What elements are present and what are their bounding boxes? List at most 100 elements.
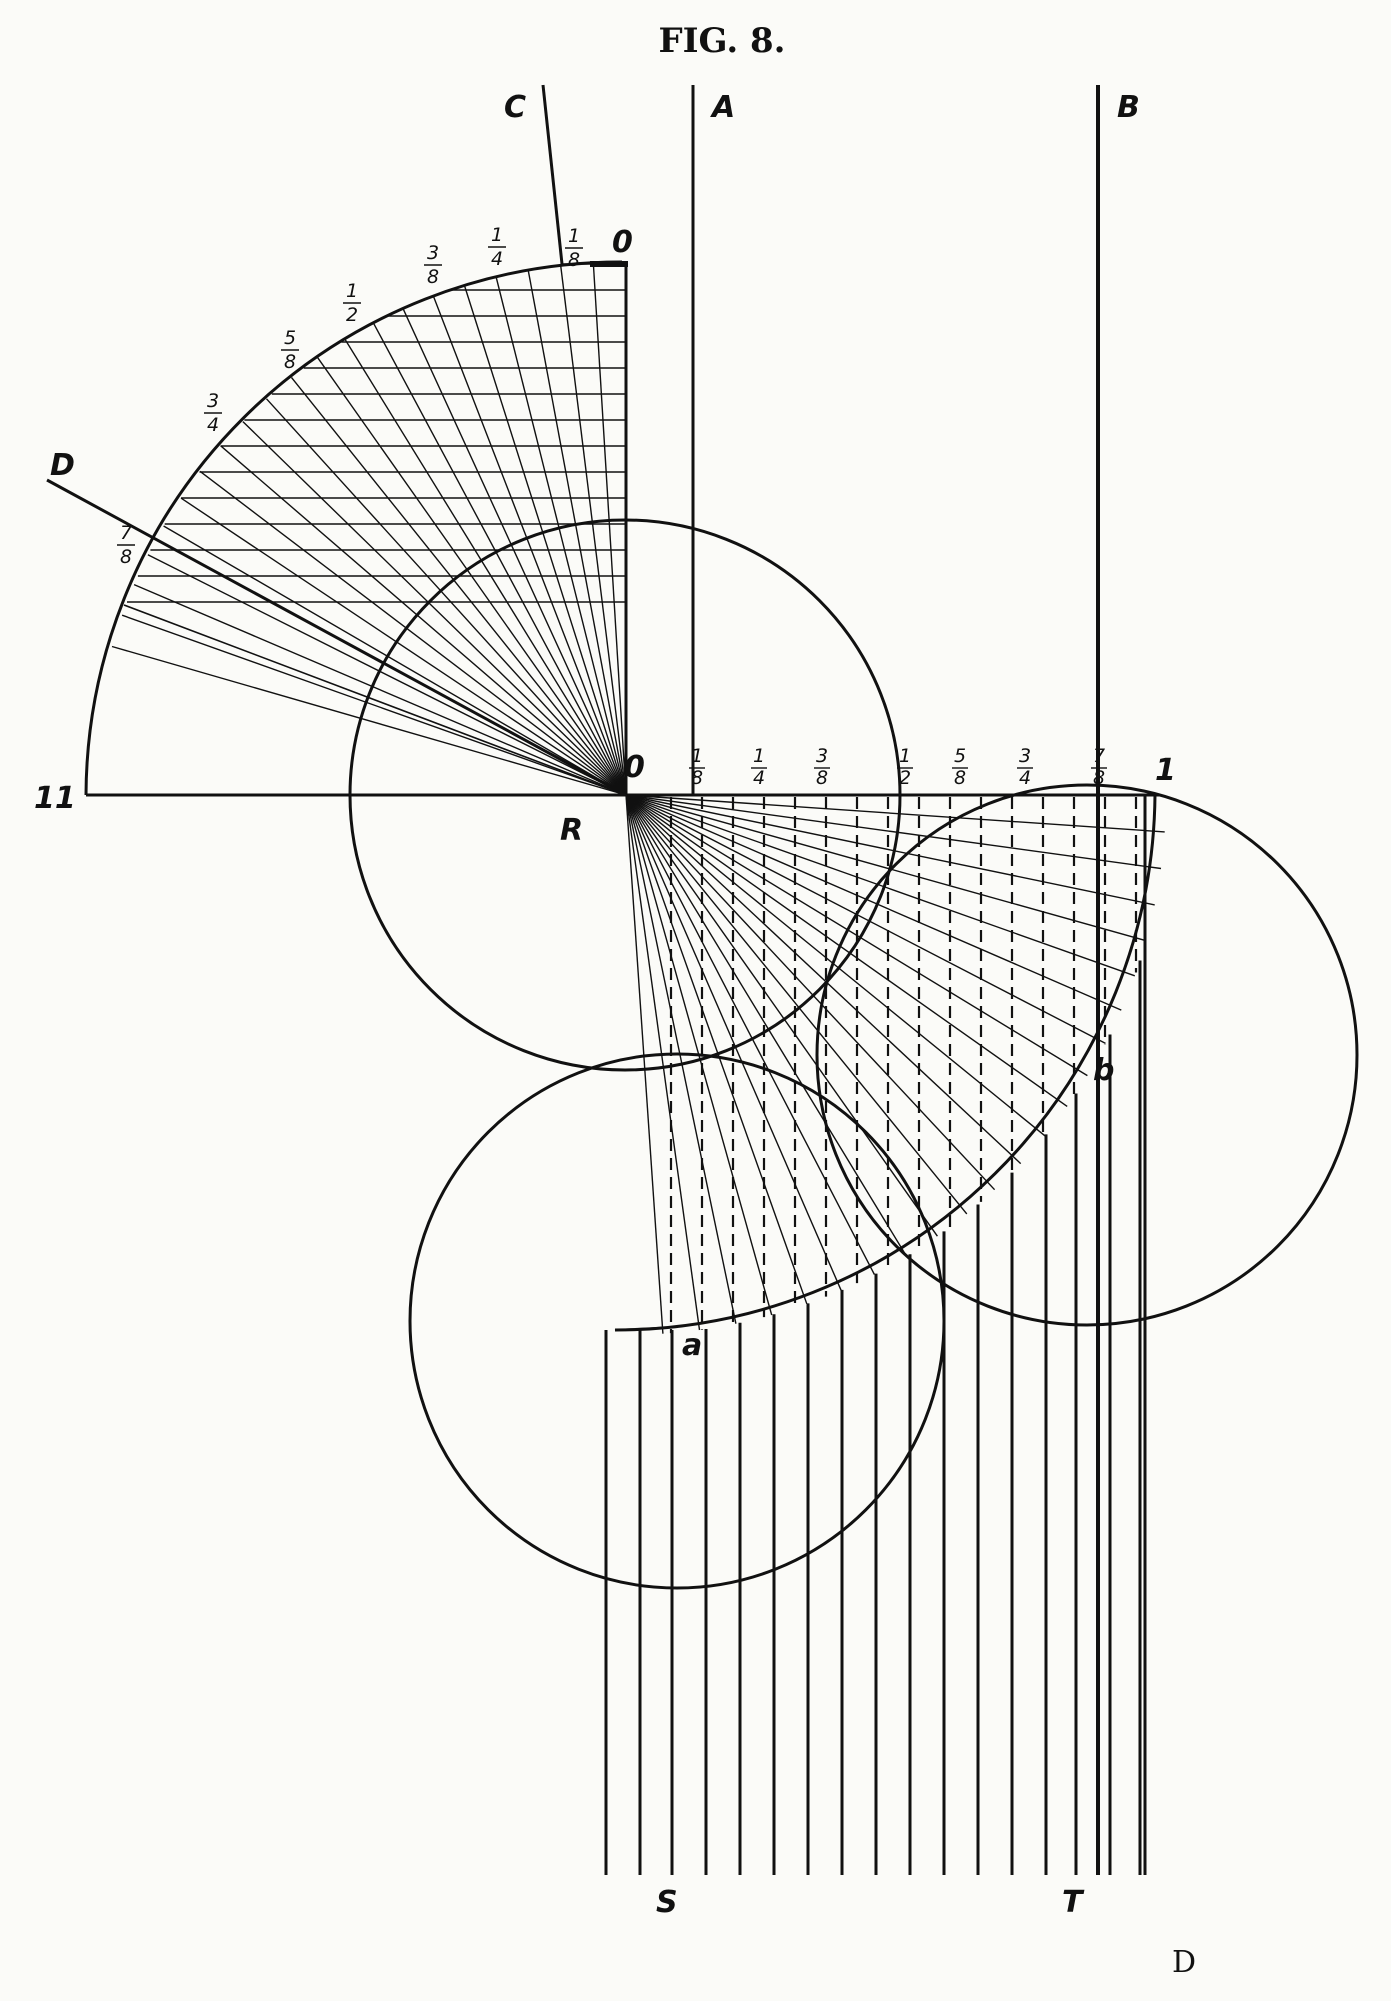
label-r: R — [560, 813, 583, 848]
lower-fan-radial-line — [625, 794, 968, 1215]
lower-fan-radial-line — [625, 794, 1106, 1045]
lower-fan-radial-line — [625, 794, 996, 1191]
label-a-lower: a — [682, 1328, 702, 1363]
arc-fraction-label: 18 — [565, 225, 583, 271]
line-c — [541, 84, 564, 265]
fraction-denominator: 8 — [284, 351, 296, 373]
lower-fan-radial-line — [625, 794, 938, 1237]
fan-radial-line — [180, 497, 627, 796]
fraction-numerator: 1 — [346, 280, 358, 302]
fraction-denominator: 4 — [1019, 767, 1031, 789]
baseline-fraction-label: 78 — [1091, 745, 1107, 789]
lower-fan-radial-line — [625, 794, 842, 1291]
label-c: C — [504, 90, 526, 125]
lower-circle — [408, 1052, 946, 1590]
label-s: S — [656, 1885, 678, 1920]
lower-fan-radial-line — [625, 794, 1162, 870]
fan-radial-line — [242, 421, 627, 796]
arc-fraction-label: 58 — [281, 327, 299, 373]
lower-fan-radial-line — [625, 794, 773, 1316]
fraction-numerator: 1 — [899, 745, 911, 767]
label-a: A — [710, 90, 735, 125]
fraction-denominator: 8 — [954, 767, 966, 789]
line-d — [46, 478, 627, 797]
lower-fan-radial-line — [625, 794, 808, 1305]
fraction-denominator: 8 — [1093, 767, 1105, 789]
lower-fan-radial-line — [625, 794, 1147, 942]
label-one: 1 — [1155, 753, 1176, 788]
baseline-fraction-label: 14 — [751, 745, 767, 789]
letter-labels: C A B D 0 11 0 R 1 a b S T D — [34, 90, 1196, 1980]
baseline-fraction-label: 34 — [1017, 745, 1033, 789]
label-origin-zero: 0 — [624, 750, 645, 785]
figure-title: FIG. 8. — [658, 21, 785, 61]
fan-radial-line — [527, 268, 627, 796]
fraction-numerator: 3 — [1019, 745, 1031, 767]
fan-radial-line — [495, 275, 627, 796]
baseline-fraction-label: 18 — [689, 745, 705, 789]
fan-radial-line — [199, 470, 627, 796]
segment-a — [614, 1326, 679, 1331]
lower-fan-radial-line — [625, 794, 1165, 833]
fraction-numerator: 1 — [568, 225, 580, 247]
lower-fan-radial-line — [625, 794, 1068, 1107]
fan-radial-line — [592, 260, 627, 796]
lower-fan-radial-line — [625, 794, 1122, 1011]
upper-circle — [348, 518, 902, 1072]
fraction-numerator: 5 — [954, 745, 966, 767]
fan-radial-line — [163, 525, 627, 796]
arc-fraction-label: 38 — [424, 242, 442, 288]
label-b-lower: b — [1093, 1053, 1114, 1088]
fraction-numerator: 7 — [1093, 745, 1105, 767]
arc-fraction-label: 78 — [117, 522, 135, 568]
arc-fraction-label: 12 — [343, 280, 361, 326]
fraction-denominator: 8 — [816, 767, 828, 789]
fraction-numerator: 3 — [207, 390, 219, 412]
fan-radial-line — [220, 445, 627, 796]
baseline-fraction-label: 58 — [952, 745, 968, 789]
fraction-denominator: 8 — [568, 249, 580, 271]
fraction-denominator: 2 — [899, 767, 911, 789]
fan-radial-line — [432, 295, 627, 796]
fan-radial-line — [147, 554, 627, 796]
lower-fan-radial-line — [625, 794, 1155, 906]
fan-radial-line — [463, 284, 627, 796]
fraction-denominator: 4 — [753, 767, 765, 789]
generated-lines — [111, 260, 1165, 1875]
lower-fan-radial-line — [625, 794, 1046, 1137]
lower-fan-radial-line — [625, 794, 1136, 977]
baseline-fraction-label: 38 — [814, 745, 830, 789]
fan-radial-line — [111, 645, 627, 796]
fan-radial-line — [133, 583, 627, 796]
right-circle — [815, 783, 1359, 1327]
label-top-zero: 0 — [612, 225, 633, 260]
baseline-fraction-label: 12 — [897, 745, 913, 789]
arc-fraction-label: 14 — [488, 224, 506, 270]
lower-fan-radial-line — [625, 794, 701, 1331]
lower-fan-radial-line — [625, 794, 1022, 1165]
corner-mark: D — [1172, 1945, 1196, 1980]
fraction-numerator: 3 — [427, 242, 439, 264]
fan-radial-line — [344, 339, 627, 796]
label-t: T — [1062, 1885, 1085, 1920]
lower-fan-radial-line — [625, 794, 908, 1257]
fraction-denominator: 4 — [207, 414, 219, 436]
fraction-numerator: 7 — [120, 522, 132, 544]
fan-radial-line — [123, 604, 627, 796]
fan-radial-line — [121, 614, 627, 796]
fraction-denominator: 8 — [691, 767, 703, 789]
fan-radial-line — [559, 263, 627, 796]
fan-radial-line — [265, 398, 627, 796]
label-b: B — [1117, 90, 1140, 125]
fraction-denominator: 4 — [491, 248, 503, 270]
fraction-denominator: 8 — [427, 266, 439, 288]
fan-radial-line — [290, 377, 627, 796]
fraction-denominator: 8 — [120, 546, 132, 568]
lower-fan-radial-line — [625, 794, 664, 1334]
fraction-denominator: 2 — [346, 304, 358, 326]
fraction-numerator: 1 — [691, 745, 703, 767]
fraction-numerator: 1 — [753, 745, 765, 767]
